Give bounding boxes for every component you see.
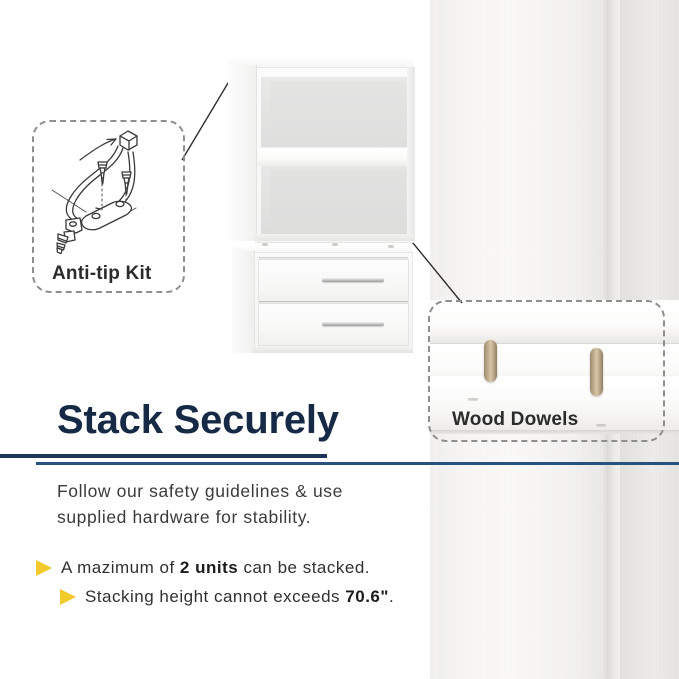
anti-tip-kit-callout [32,120,185,293]
cube-top-slab [228,57,414,69]
wood-dowel-icon [484,340,497,382]
photo-shelf-gap [430,344,679,378]
subtitle-text: Follow our safety guidelines & use suppl… [57,481,343,527]
divider-thick [0,454,327,458]
bullet-list: A mazimum of 2 units can be stacked. Sta… [36,558,436,616]
drawer-handle [322,322,384,326]
bullet-text-1: Stacking height cannot exceeds 70.6". [85,587,395,606]
drawer-unit-peg [262,243,268,246]
cube-lower-backwall [270,169,406,231]
drawer-unit-peg [332,243,338,246]
dowel-hole [596,424,606,427]
cube-right-edge [407,67,414,241]
wood-dowels-callout [428,300,665,442]
cube-upper-backwall [270,81,406,145]
cube-middle-shelf [258,147,412,166]
cube-bottom-panel [255,234,414,241]
drawer-unit-top [232,245,412,254]
drawer-handle [322,278,384,282]
page-title: Stack Securely [57,398,339,442]
drawer-unit-bottom [253,347,412,353]
list-item: A mazimum of 2 units can be stacked. [36,558,436,587]
photo-lower-shelf-slab [430,376,679,434]
bullet-text-0: A mazimum of 2 units can be stacked. [61,558,371,577]
list-item: Stacking height cannot exceeds 70.6". [36,587,436,616]
cube-left-side-panel [228,65,257,241]
triangle-bullet-icon [60,589,76,605]
wood-dowels-label: Wood Dowels [452,409,579,430]
triangle-bullet-icon [36,560,52,576]
drawer-unit-left-side [232,251,255,353]
bookshelf-cube-illustration [228,45,415,243]
drawer-unit-peg [388,245,394,248]
divider-thin [36,462,679,465]
dowel-hole [468,398,478,401]
anti-tip-kit-label: Anti-tip Kit [52,263,152,284]
wood-dowel-icon [590,348,603,396]
anti-tip-bracket-icon [51,130,138,255]
drawer-unit-illustration [232,243,413,353]
